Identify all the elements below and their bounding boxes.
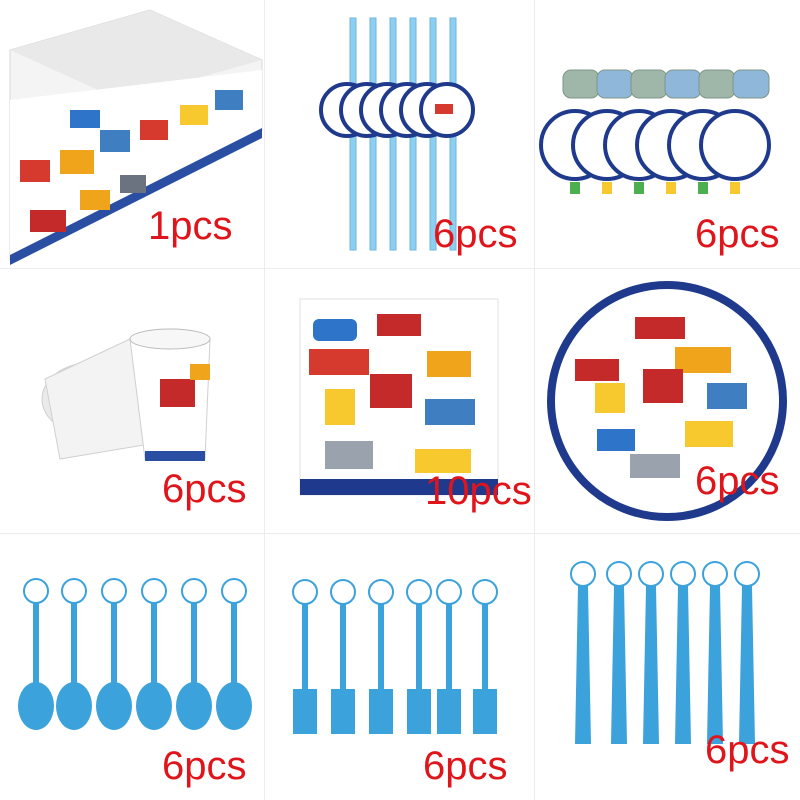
- product-cups: 6pcs: [0, 269, 264, 533]
- divider: [0, 533, 800, 534]
- divider: [0, 268, 800, 269]
- quantity-label: 6pcs: [705, 728, 790, 772]
- quantity-label: 1pcs: [148, 204, 233, 248]
- divider: [264, 0, 265, 800]
- napkins-image: [299, 298, 499, 496]
- blowouts-image: [539, 69, 771, 194]
- divider: [534, 0, 535, 800]
- product-straws: 6pcs: [265, 0, 533, 268]
- product-spoons: 6pcs: [0, 534, 264, 800]
- product-blowouts: 6pcs: [535, 0, 800, 268]
- quantity-label: 6pcs: [695, 212, 780, 256]
- spoons-image: [18, 578, 252, 730]
- plates-image: [547, 281, 787, 521]
- cups-image: [41, 328, 211, 461]
- forks-image: [292, 579, 498, 734]
- product-plates: 6pcs: [535, 269, 800, 533]
- straws-image: [319, 17, 475, 251]
- quantity-label: 6pcs: [423, 744, 508, 788]
- quantity-label: 6pcs: [433, 212, 518, 256]
- quantity-label: 10pcs: [425, 469, 532, 513]
- tablecloth-image: [9, 9, 263, 265]
- knives-image: [570, 561, 760, 744]
- product-tablecloth: 1pcs: [0, 0, 264, 268]
- product-napkins: 10pcs: [265, 269, 533, 533]
- product-forks: 6pcs: [265, 534, 533, 800]
- quantity-label: 6pcs: [162, 467, 247, 511]
- quantity-label: 6pcs: [162, 744, 247, 788]
- product-knives: 6pcs: [535, 534, 800, 800]
- quantity-label: 6pcs: [695, 459, 780, 503]
